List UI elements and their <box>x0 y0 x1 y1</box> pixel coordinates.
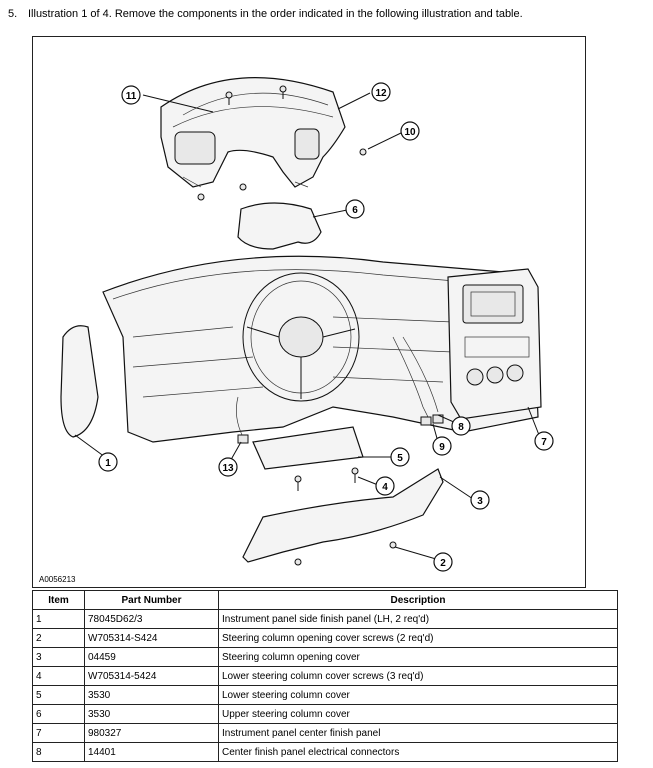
dashboard-exploded-drawing: 1 2 3 4 5 6 7 8 9 10 11 12 13 <box>60 77 554 572</box>
callout-1: 1 <box>98 452 118 472</box>
callout-11: 11 <box>121 85 141 105</box>
cell-description: Lower steering column cover screws (3 re… <box>218 666 618 686</box>
callout-9: 9 <box>432 436 452 456</box>
screws-bezel <box>197 85 367 201</box>
svg-text:6: 6 <box>352 205 358 216</box>
upper-steering-column-cover <box>237 202 322 250</box>
svg-text:5: 5 <box>397 453 403 464</box>
exploded-illustration: 1 2 3 4 5 6 7 8 9 10 11 12 13 A0056213 <box>32 36 586 588</box>
cell-item: 4 <box>32 666 85 686</box>
cell-description: Upper steering column cover <box>218 704 618 724</box>
side-finish-panel <box>60 325 99 438</box>
cell-description: Instrument panel side finish panel (LH, … <box>218 609 618 629</box>
svg-text:11: 11 <box>126 91 137 102</box>
callout-10: 10 <box>400 121 420 141</box>
table-header-row: Item Part Number Description <box>32 590 618 610</box>
cell-item: 3 <box>32 647 85 667</box>
callout-12: 12 <box>371 82 391 102</box>
svg-text:9: 9 <box>439 442 445 453</box>
cell-item: 7 <box>32 723 85 743</box>
callout-4: 4 <box>375 476 395 496</box>
cell-item: 1 <box>32 609 85 629</box>
instrument-cluster-bezel <box>160 77 346 188</box>
svg-text:12: 12 <box>375 88 387 99</box>
callout-13: 13 <box>218 457 238 477</box>
screws-lower <box>294 467 397 566</box>
cell-item: 5 <box>32 685 85 705</box>
cell-description: Instrument panel center finish panel <box>218 723 618 743</box>
svg-text:1: 1 <box>105 458 111 469</box>
instrument-panel-body <box>102 255 539 443</box>
figure-id: A0056213 <box>39 575 76 584</box>
instruction-step: 5. Illustration 1 of 4. Remove the compon… <box>8 8 523 20</box>
cell-description: Lower steering column cover <box>218 685 618 705</box>
header-description: Description <box>218 590 618 610</box>
step-number: 5. <box>8 8 18 20</box>
callout-3: 3 <box>470 490 490 510</box>
svg-text:3: 3 <box>477 496 483 507</box>
callout-6: 6 <box>345 199 365 219</box>
cell-item: 8 <box>32 742 85 762</box>
cell-item: 2 <box>32 628 85 648</box>
cell-part-number: 3530 <box>84 685 219 705</box>
center-finish-panel <box>447 268 542 420</box>
cell-description: Center finish panel electrical connector… <box>218 742 618 762</box>
svg-text:10: 10 <box>404 127 416 138</box>
cell-part-number: 3530 <box>84 704 219 724</box>
lower-steering-column-cover <box>252 426 364 470</box>
header-part-number: Part Number <box>84 590 219 610</box>
callout-7: 7 <box>534 431 554 451</box>
svg-text:2: 2 <box>440 558 446 569</box>
leader-lines <box>74 92 540 560</box>
cell-part-number: 980327 <box>84 723 219 743</box>
cell-item: 6 <box>32 704 85 724</box>
callout-8: 8 <box>451 416 471 436</box>
svg-text:4: 4 <box>382 482 388 493</box>
electrical-connectors <box>236 336 444 444</box>
cell-part-number: W705314-S424 <box>84 628 219 648</box>
svg-text:7: 7 <box>541 437 547 448</box>
callout-2: 2 <box>433 552 453 572</box>
step-text: Illustration 1 of 4. Remove the componen… <box>28 8 523 20</box>
cell-part-number: 14401 <box>84 742 219 762</box>
cell-part-number: W705314-5424 <box>84 666 219 686</box>
callout-5: 5 <box>390 447 410 467</box>
header-item: Item <box>32 590 85 610</box>
cell-part-number: 04459 <box>84 647 219 667</box>
svg-text:8: 8 <box>458 422 464 433</box>
cell-part-number: 78045D62/3 <box>84 609 219 629</box>
cell-description: Steering column opening cover screws (2 … <box>218 628 618 648</box>
svg-text:13: 13 <box>222 463 234 474</box>
cell-description: Steering column opening cover <box>218 647 618 667</box>
steering-column-opening-cover <box>242 468 444 563</box>
